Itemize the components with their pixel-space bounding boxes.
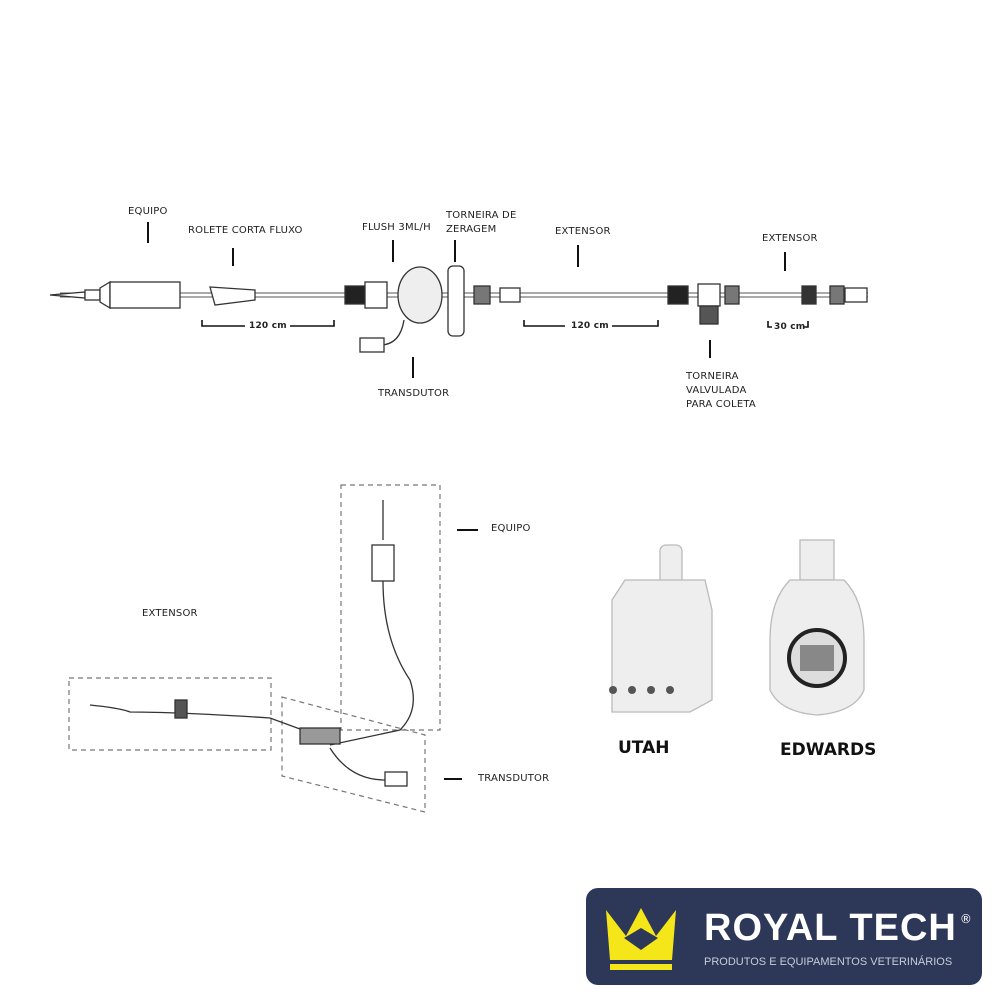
dashed-boxes: [68, 484, 441, 813]
label-torneira-valvulada-1: TORNEIRA: [686, 371, 739, 382]
label-torneira-valvulada-3: PARA COLETA: [686, 399, 756, 410]
label-bottom-extensor: EXTENSOR: [142, 608, 198, 619]
label-torneira-zeragem-1: TORNEIRA DE: [446, 210, 517, 221]
brand-tagline: PRODUTOS E EQUIPAMENTOS VETERINÁRIOS: [704, 956, 953, 968]
crown-icon: [606, 908, 676, 970]
label-rolete: ROLETE CORTA FLUXO: [188, 225, 303, 236]
label-extensor-2: EXTENSOR: [762, 233, 818, 244]
label-extensor-1: EXTENSOR: [555, 226, 611, 237]
label-utah: UTAH: [618, 738, 670, 758]
measure-120cm-2: 120 cm: [571, 321, 609, 331]
label-bottom-transdutor: TRANSDUTOR: [478, 773, 550, 784]
brand-name: ROYAL TECH: [704, 907, 957, 949]
utah-connector: [609, 544, 713, 713]
label-flush: FLUSH 3ML/H: [362, 222, 431, 233]
roller-clamp: [209, 286, 256, 306]
brand-row: ROYAL TECH ®: [704, 908, 972, 948]
label-ticks: [147, 222, 786, 780]
drip-chamber: [109, 281, 181, 309]
top-diagram-set: [49, 265, 868, 353]
measure-120cm-1: 120 cm: [249, 321, 287, 331]
flush-device: [397, 266, 443, 324]
bottom-assembly: [89, 500, 414, 787]
edwards-connector: [769, 539, 865, 716]
label-edwards: EDWARDS: [780, 740, 877, 760]
label-bottom-equipo: EQUIPO: [491, 523, 531, 534]
label-transdutor: TRANSDUTOR: [378, 388, 450, 399]
label-torneira-zeragem-2: ZERAGEM: [446, 224, 497, 235]
label-torneira-valvulada-2: VALVULADA: [686, 385, 747, 396]
label-equipo: EQUIPO: [128, 206, 168, 217]
registered-mark: ®: [959, 912, 972, 926]
measure-brackets: [201, 320, 809, 328]
royal-tech-logo: ROYAL TECH ® PRODUTOS E EQUIPAMENTOS VET…: [586, 888, 982, 985]
measure-30cm: 30 cm: [774, 322, 806, 332]
